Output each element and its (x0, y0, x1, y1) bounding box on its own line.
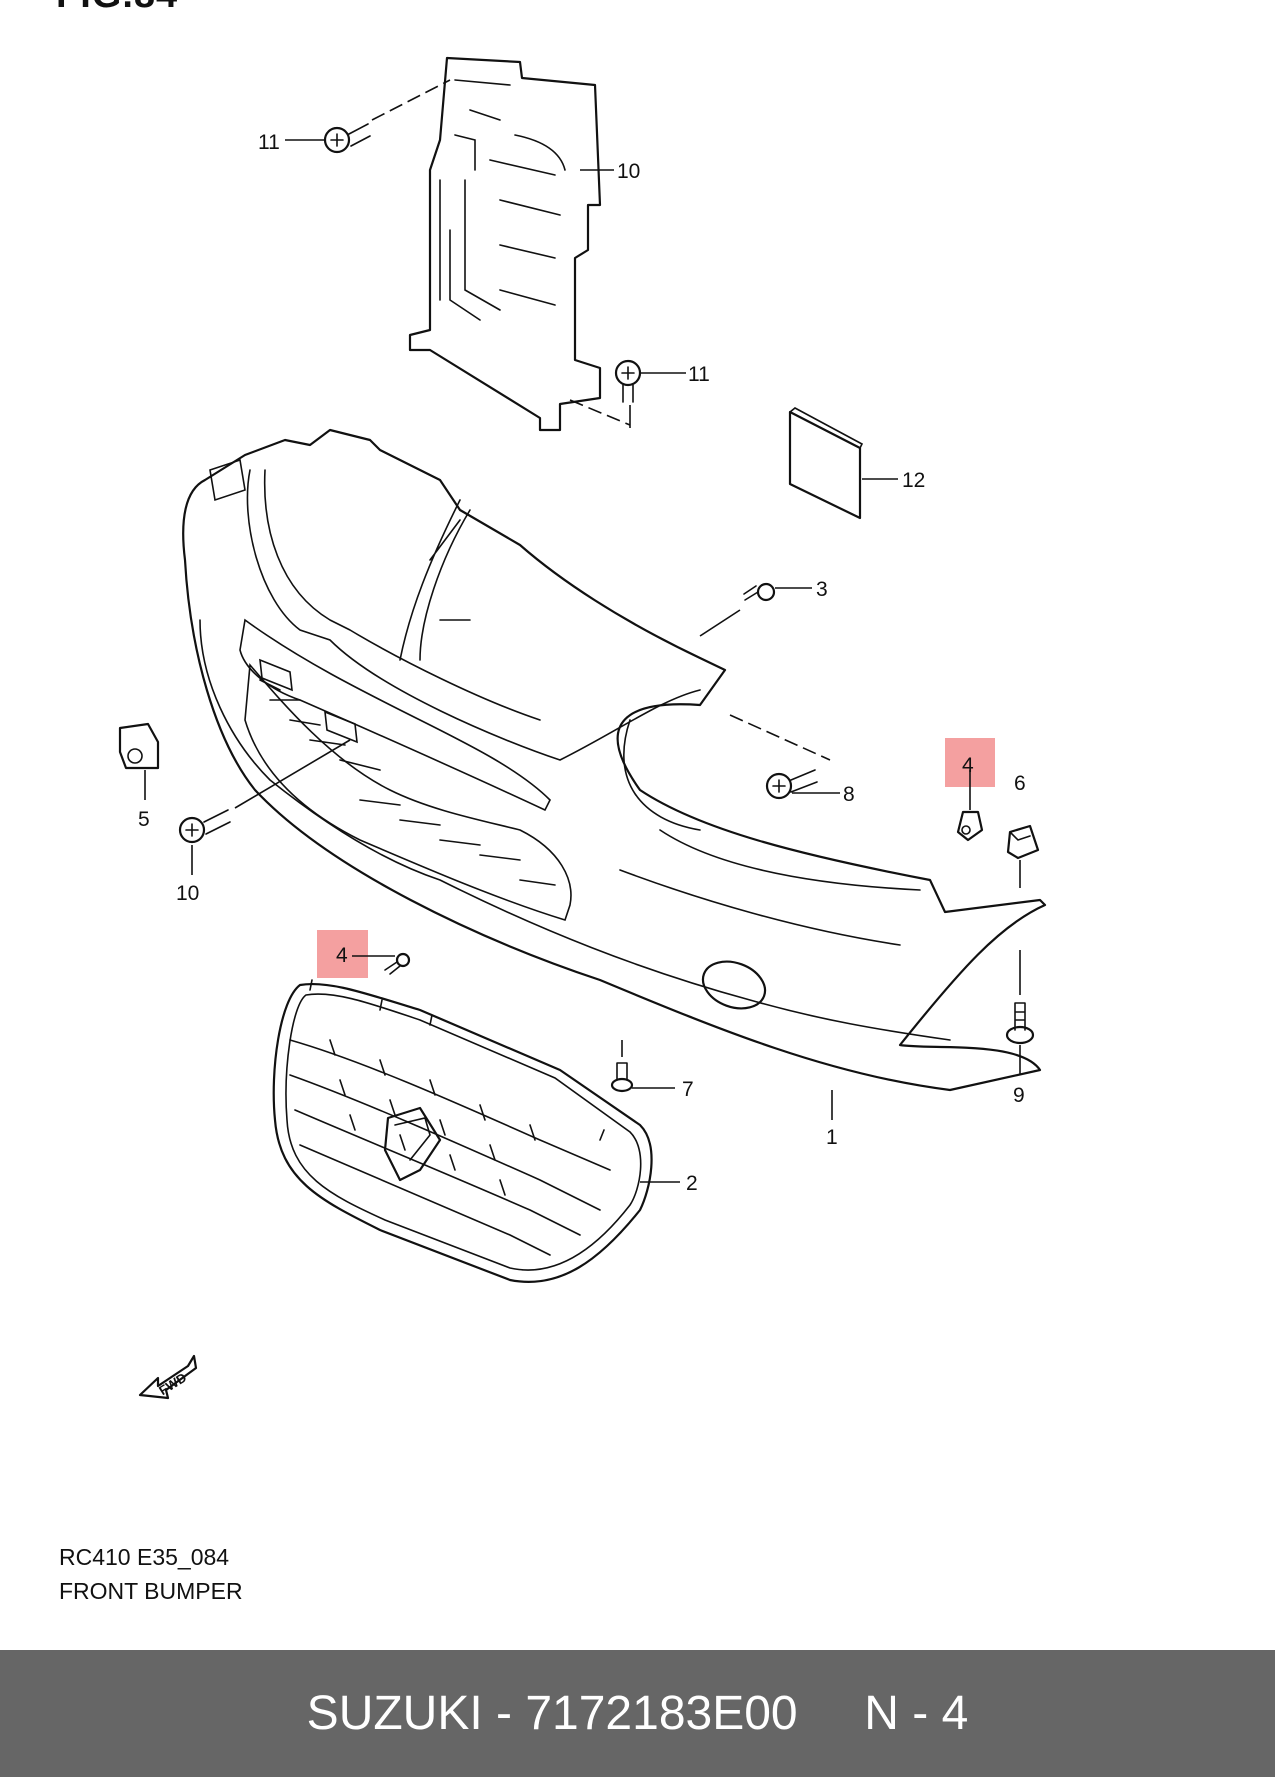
forward-arrow-icon: FWD (138, 1354, 198, 1400)
callout-2: 2 (686, 1172, 698, 1195)
under-cover-part (408, 56, 602, 432)
plate-part (788, 407, 864, 520)
leader-11a-dash (371, 79, 451, 121)
screw-icon (743, 582, 776, 602)
callout-1: 1 (826, 1126, 838, 1149)
bumper-fascia-part (182, 428, 1047, 1092)
callout-10: 10 (617, 160, 640, 183)
callout-4: 4 (962, 754, 974, 777)
clip-icon (956, 810, 984, 842)
callout-11: 11 (258, 131, 280, 154)
screw-icon (384, 952, 411, 975)
bolt-icon (178, 809, 231, 844)
callout-11: 11 (688, 363, 710, 386)
clip-icon (118, 722, 160, 770)
highlight-box (317, 930, 368, 978)
leader-11b-dash (569, 399, 631, 426)
fwd-label: FWD (156, 1370, 189, 1398)
figure-title: FIG.84 (56, 0, 178, 17)
push-clip-icon (610, 1062, 634, 1093)
callout-12: 12 (902, 469, 925, 492)
callout-9: 9 (1013, 1084, 1025, 1107)
nut-icon (1006, 824, 1040, 860)
diagram-code: RC410 E35_084 (59, 1544, 230, 1570)
callout-5: 5 (138, 808, 150, 831)
part-number-label: SUZUKI - 7172183E00 N - 4 (306, 1687, 969, 1740)
screw-icon (765, 769, 818, 800)
diagram-name: FRONT BUMPER (59, 1578, 243, 1604)
callout-8: 8 (843, 783, 855, 806)
callout-3: 3 (816, 578, 828, 601)
bolt-icon (1005, 1002, 1035, 1045)
screw-icon (614, 359, 642, 403)
grille-part (272, 979, 653, 1283)
parts-diagram: FIG.84 (56, 0, 1047, 1604)
footer-bar: SUZUKI - 7172183E00 N - 4 (0, 1650, 1275, 1777)
callout-4: 4 (336, 944, 348, 967)
callout-7: 7 (682, 1078, 694, 1101)
callout-6: 6 (1014, 772, 1026, 795)
screw-icon (323, 123, 371, 154)
callout-10: 10 (176, 882, 199, 905)
exploded-view-drawing: 11 10 11 12 3 8 4 6 5 10 4 7 9 1 2 FWD (118, 56, 1047, 1400)
